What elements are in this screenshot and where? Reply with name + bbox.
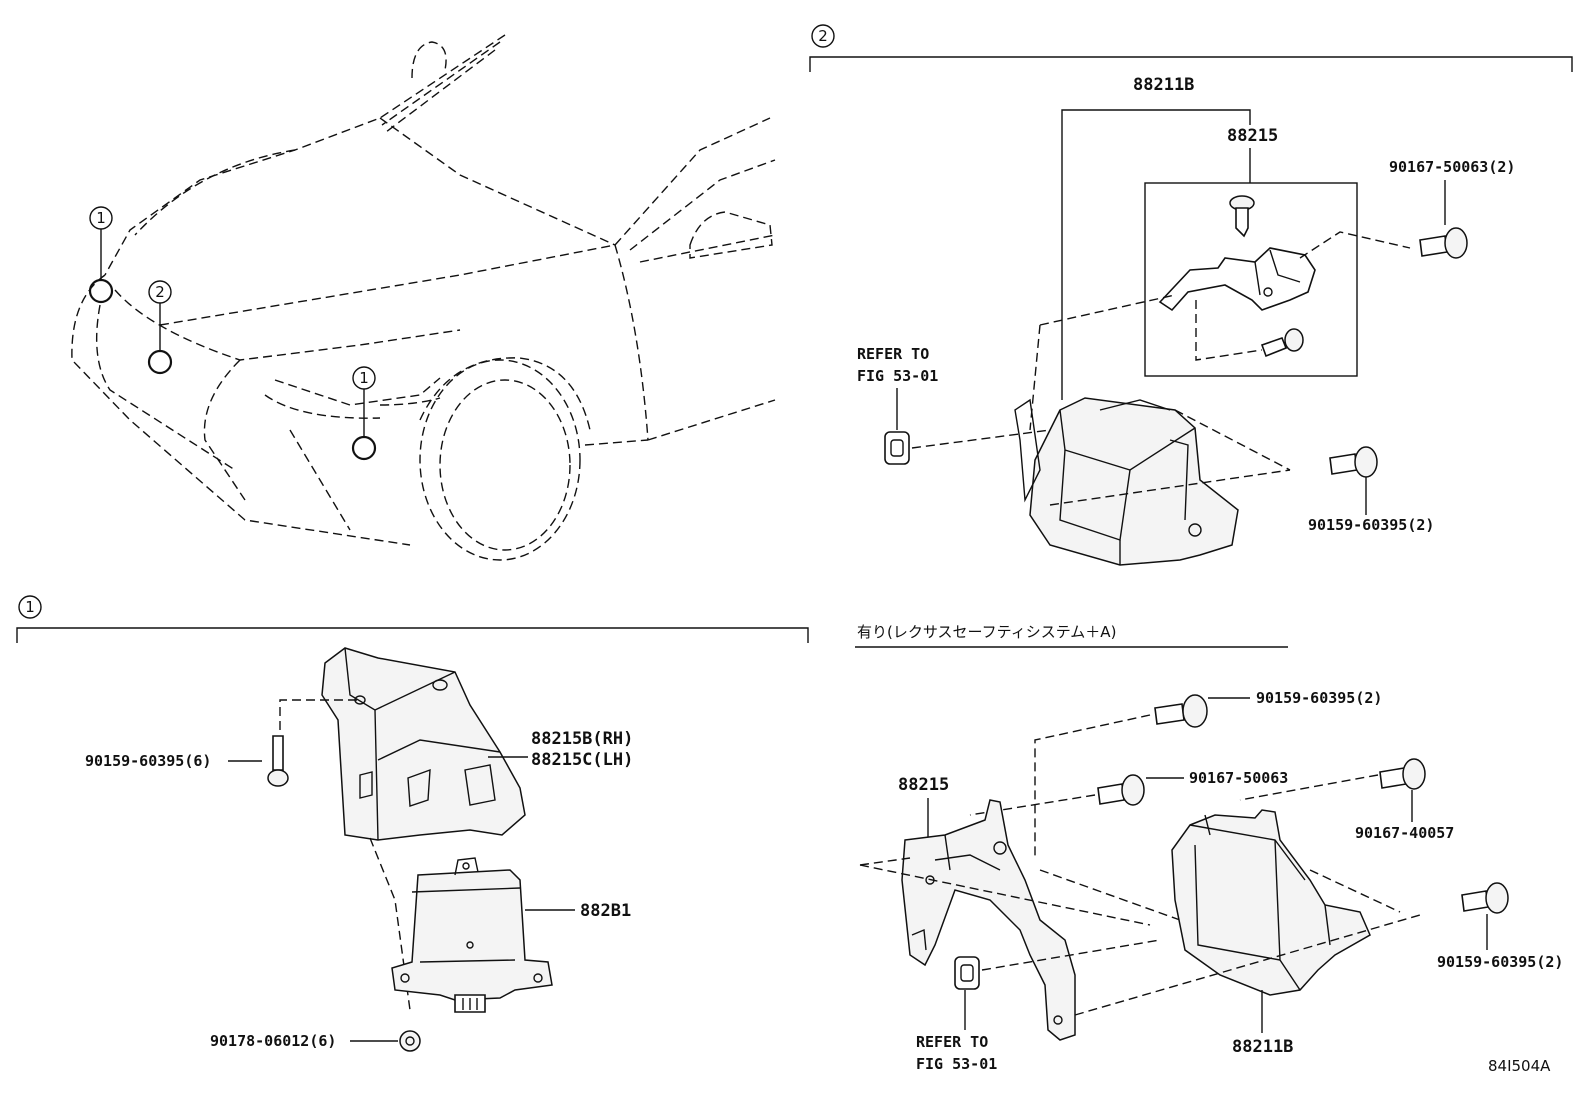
section-2: 2 88211B 88215 90167-50063(2) REFER TO F… xyxy=(809,24,1573,566)
label-90178-06012-6: 90178-06012(6) xyxy=(210,1032,336,1050)
label-90159-60395-2-lss-a: 90159-60395(2) xyxy=(1256,689,1382,707)
label-88215C-LH: 88215C(LH) xyxy=(531,750,633,770)
bolt-90167-40057 xyxy=(1379,758,1426,790)
label-88215B-RH: 88215B(RH) xyxy=(531,729,633,749)
label-fig-lss: FIG 53-01 xyxy=(916,1055,997,1073)
bolt-icon-box xyxy=(1260,328,1304,358)
nut-90178-06012 xyxy=(399,1030,421,1052)
screw-icon-top xyxy=(1229,195,1255,238)
label-fig-top: FIG 53-01 xyxy=(857,367,938,385)
label-88215-top: 88215 xyxy=(1227,126,1278,146)
label-90159-60395-2-lss-b: 90159-60395(2) xyxy=(1437,953,1563,971)
clip-icon-top xyxy=(884,431,910,465)
clip-icon-lss xyxy=(954,956,980,990)
radar-sensor-88211B-top xyxy=(1014,397,1239,566)
radar-sensor-88211B-lss xyxy=(1171,809,1371,996)
bracket-88215-top xyxy=(1158,247,1316,312)
label-refer-to-lss: REFER TO xyxy=(916,1033,988,1051)
label-refer-to-top: REFER TO xyxy=(857,345,929,363)
lss-note: 有り(レクサスセーフティシステム＋A) xyxy=(857,623,1116,641)
bolt-90159-60395-top xyxy=(1329,446,1378,478)
diagram-code: 84I504A xyxy=(1488,1057,1551,1075)
label-90167-50063-lss: 90167-50063 xyxy=(1189,769,1288,787)
callout-1a: 1 xyxy=(96,209,106,227)
label-882B1: 882B1 xyxy=(580,901,631,921)
ecu-882B1 xyxy=(391,857,553,1013)
label-90159-60395-2-top: 90159-60395(2) xyxy=(1308,516,1434,534)
label-88215-lss: 88215 xyxy=(898,775,949,795)
label-88211B-top: 88211B xyxy=(1133,75,1194,95)
label-90167-50063-2: 90167-50063(2) xyxy=(1389,158,1515,176)
section-lss-plus-a: 有り(レクサスセーフティシステム＋A) 90159-60395(2) 90167… xyxy=(855,623,1563,1075)
label-88211B-lss: 88211B xyxy=(1232,1037,1293,1057)
callout-1b: 1 xyxy=(359,369,369,387)
label-90167-40057: 90167-40057 xyxy=(1355,824,1454,842)
bolt-90159-60395-lss-b xyxy=(1461,882,1509,914)
bolt-90159-60395-lss-a xyxy=(1154,694,1208,728)
car-overview: 1 2 1 xyxy=(71,34,776,561)
section-1: 1 88215B(RH) 88215C(LH) 90159-60395(6) xyxy=(16,595,809,1052)
bolt-90167-50063 xyxy=(1419,227,1468,259)
bracket-88215-lss xyxy=(901,799,1076,1041)
label-90159-60395-6: 90159-60395(6) xyxy=(85,752,211,770)
bracket-88215B-88215C xyxy=(321,647,526,841)
section-2-number: 2 xyxy=(818,27,828,45)
bolt-90167-50063-lss xyxy=(1097,774,1145,806)
callout-2: 2 xyxy=(155,283,165,301)
bolt-90159-60395-6 xyxy=(267,735,289,787)
section-1-number: 1 xyxy=(25,598,35,616)
